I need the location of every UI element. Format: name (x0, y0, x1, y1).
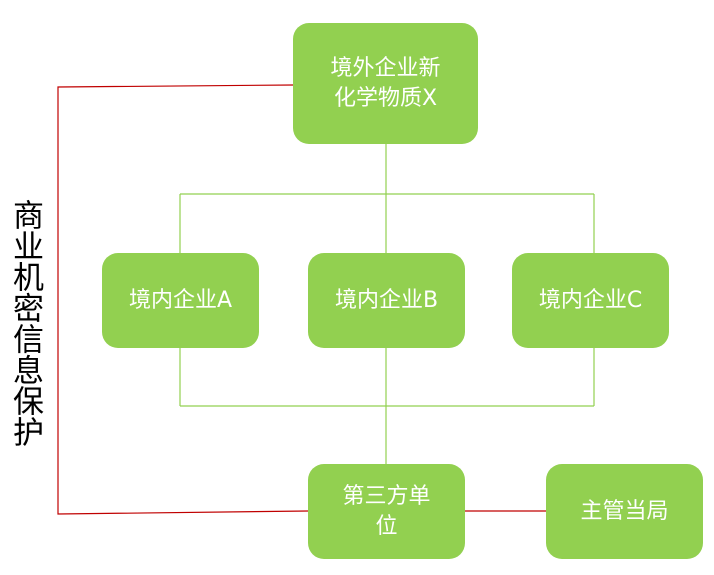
node-third-party-line1: 第三方单 (342, 483, 431, 509)
confidential-info-protection-label: 商业机密信息保护 (7, 199, 43, 447)
node-competent-authority: 主管当局 (546, 464, 703, 559)
node-competent-authority-label: 主管当局 (580, 498, 669, 524)
node-third-party: 第三方单 位 (308, 464, 465, 559)
node-foreign-enterprise-x-line1: 境外企业新 (330, 55, 441, 81)
node-domestic-enterprise-c: 境内企业C (512, 253, 669, 348)
confidential-protection-line (57, 84, 309, 515)
node-domestic-enterprise-a: 境内企业A (102, 253, 259, 348)
node-domestic-enterprise-a-label: 境内企业A (128, 287, 233, 313)
node-third-party-line2: 位 (375, 513, 398, 539)
node-domestic-enterprise-b: 境内企业B (308, 253, 465, 348)
node-foreign-enterprise-x: 境外企业新 化学物质X (293, 23, 478, 144)
node-domestic-enterprise-c-label: 境内企业C (538, 287, 643, 313)
node-foreign-enterprise-x-line2: 化学物质X (333, 85, 438, 111)
node-domestic-enterprise-b-label: 境内企业B (334, 287, 439, 313)
